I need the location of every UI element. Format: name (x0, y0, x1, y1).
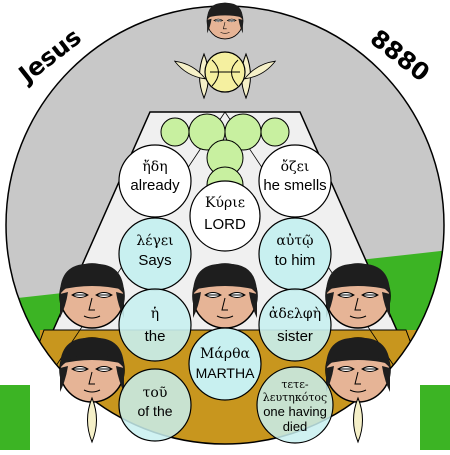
greek-word-part1: τετε- (281, 378, 309, 391)
word-circle-sister: ἀδελφὴ sister (258, 288, 332, 362)
greek-word: ἡ (151, 305, 159, 322)
word-circles: ἤδη already ὄζει he smells Κύριε LORD λέ… (118, 144, 334, 444)
english-word: sister (277, 328, 313, 345)
greek-word: λέγει (136, 232, 173, 249)
word-circle-martha: Μάρθα MARTHA (188, 327, 262, 401)
face-right-upper (325, 263, 391, 329)
word-circle-one-having-died: τετε- λευτηκότος one having died (256, 366, 334, 444)
grass-right-corner (420, 385, 450, 450)
english-word: of the (137, 403, 172, 419)
face-right-lower (325, 337, 391, 403)
greek-word: αὐτῷ (276, 232, 313, 249)
face-left-lower (59, 337, 125, 403)
english-word: Says (138, 252, 171, 269)
english-word: already (130, 177, 180, 194)
greek-word: τοῦ (143, 385, 168, 401)
greek-word: ἤδη (142, 158, 167, 175)
top-face (206, 2, 244, 40)
english-word: to him (275, 252, 316, 269)
english-word-part2: died (283, 419, 308, 434)
word-circle-of-the: τοῦ of the (118, 368, 192, 442)
english-word: he smells (263, 177, 326, 194)
face-center (192, 263, 258, 329)
word-circle-says: λέγει Says (118, 217, 192, 291)
english-word: the (145, 328, 166, 345)
greek-word: Μάρθα (200, 346, 250, 362)
word-circle-lord: Κύριε LORD (189, 180, 261, 252)
face-left-upper (59, 263, 125, 329)
english-word-part1: one having (263, 404, 327, 419)
greek-word: ἀδελφὴ (269, 305, 321, 322)
word-circle-he-smells: ὄζει he smells (258, 144, 332, 218)
english-word: LORD (204, 216, 246, 233)
english-word: MARTHA (196, 365, 256, 381)
word-circle-to-him: αὐτῷ to him (258, 217, 332, 291)
word-circle-the: ἡ the (118, 288, 192, 362)
word-circle-already: ἤδη already (118, 144, 192, 218)
greek-word: ὄζει (281, 158, 310, 175)
greek-word: Κύριε (205, 195, 245, 211)
grass-left-corner (0, 385, 30, 450)
top-figure (172, 2, 278, 99)
greek-word-part2: λευτηκότος (263, 391, 327, 404)
